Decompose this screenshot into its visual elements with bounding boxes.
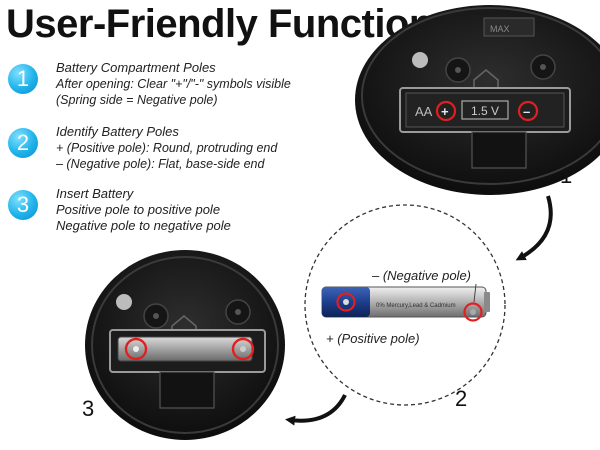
- plus-symbol: +: [441, 104, 449, 119]
- step-2-line-2: + (Positive pole): Round, protruding end: [56, 141, 278, 155]
- device-1-top-panel: [483, 17, 535, 37]
- device-1-knob-right-center: [540, 64, 546, 70]
- step-3: 3 Insert Battery Positive pole to positi…: [8, 186, 338, 238]
- step-2-text: Identify Battery Poles + (Positive pole)…: [56, 124, 346, 172]
- positive-pole-label: + (Positive pole): [326, 331, 420, 346]
- step-1: 1 Battery Compartment Poles After openin…: [8, 60, 338, 112]
- step-3-heading: Insert Battery: [56, 186, 134, 201]
- step-badge-3: 3: [8, 190, 38, 220]
- arrow-curve-icon: [515, 195, 553, 261]
- step-1-heading: Battery Compartment Poles: [56, 60, 216, 75]
- device-3-light: [116, 294, 132, 310]
- step-1-text: Battery Compartment Poles After opening:…: [56, 60, 346, 108]
- voltage-box: [461, 100, 509, 120]
- step-2-heading: Identify Battery Poles: [56, 124, 179, 139]
- installed-positive-highlight: [124, 337, 148, 361]
- battery-closeup: 0% Mercury,Lead & Cadmium: [304, 204, 506, 406]
- step-badge-1: 1: [8, 64, 38, 94]
- minus-highlight-circle: [517, 100, 539, 122]
- device-1-rim: [361, 7, 600, 185]
- figure-number-2: 2: [455, 386, 468, 411]
- battery-end-cap: [484, 292, 490, 312]
- step-3-text: Insert Battery Positive pole to positive…: [56, 186, 346, 234]
- voltage-label: 1.5 V: [471, 104, 499, 118]
- device-top-view: MAX AA 1.5 V + –: [355, 5, 600, 195]
- negative-label-leader: [473, 283, 477, 303]
- step-1-line-2: After opening: Clear "+"/"-" symbols vis…: [56, 77, 291, 91]
- compartment-1-tab: [471, 131, 527, 169]
- figure-number-1: 1: [560, 163, 573, 188]
- battery-positive-highlight: [336, 292, 356, 312]
- device-3-rim: [91, 256, 279, 434]
- battery-negative-dot: [470, 309, 476, 315]
- page-title: User-Friendly Function: [6, 2, 433, 46]
- device-1-light: [412, 52, 428, 68]
- arrow-curve-icon: [285, 394, 347, 426]
- installed-positive-dot: [133, 346, 139, 352]
- device-3-knob-left-center: [153, 313, 159, 319]
- installed-negative-highlight: [231, 337, 255, 361]
- step-1-line-3: (Spring side = Negative pole): [56, 93, 218, 107]
- step-2-line-3: – (Negative pole): Flat, base-side end: [56, 157, 265, 171]
- battery-brand-text: 0% Mercury,Lead & Cadmium: [376, 303, 456, 309]
- battery-positive-dot: [343, 299, 349, 305]
- battery-negative-highlight: [463, 302, 483, 322]
- step-2: 2 Identify Battery Poles + (Positive pol…: [8, 124, 338, 176]
- device-installed-view: [85, 250, 285, 440]
- negative-pole-label: – (Negative pole): [372, 268, 471, 283]
- installed-negative-dot: [240, 346, 246, 352]
- step-badge-2: 2: [8, 128, 38, 158]
- plus-highlight-circle: [435, 100, 457, 122]
- device-1-knob-left-center: [455, 67, 461, 73]
- device-3-knob-right-center: [235, 309, 241, 315]
- compartment-size-label: AA: [415, 104, 433, 119]
- device-1-top-mark: MAX: [490, 24, 510, 34]
- compartment-3-tab: [159, 371, 215, 409]
- figure-number-3: 3: [82, 396, 95, 421]
- minus-symbol: –: [523, 104, 530, 119]
- step-3-line-2: Positive pole to positive pole: [56, 202, 221, 217]
- step-3-line-3: Negative pole to negative pole: [56, 218, 231, 233]
